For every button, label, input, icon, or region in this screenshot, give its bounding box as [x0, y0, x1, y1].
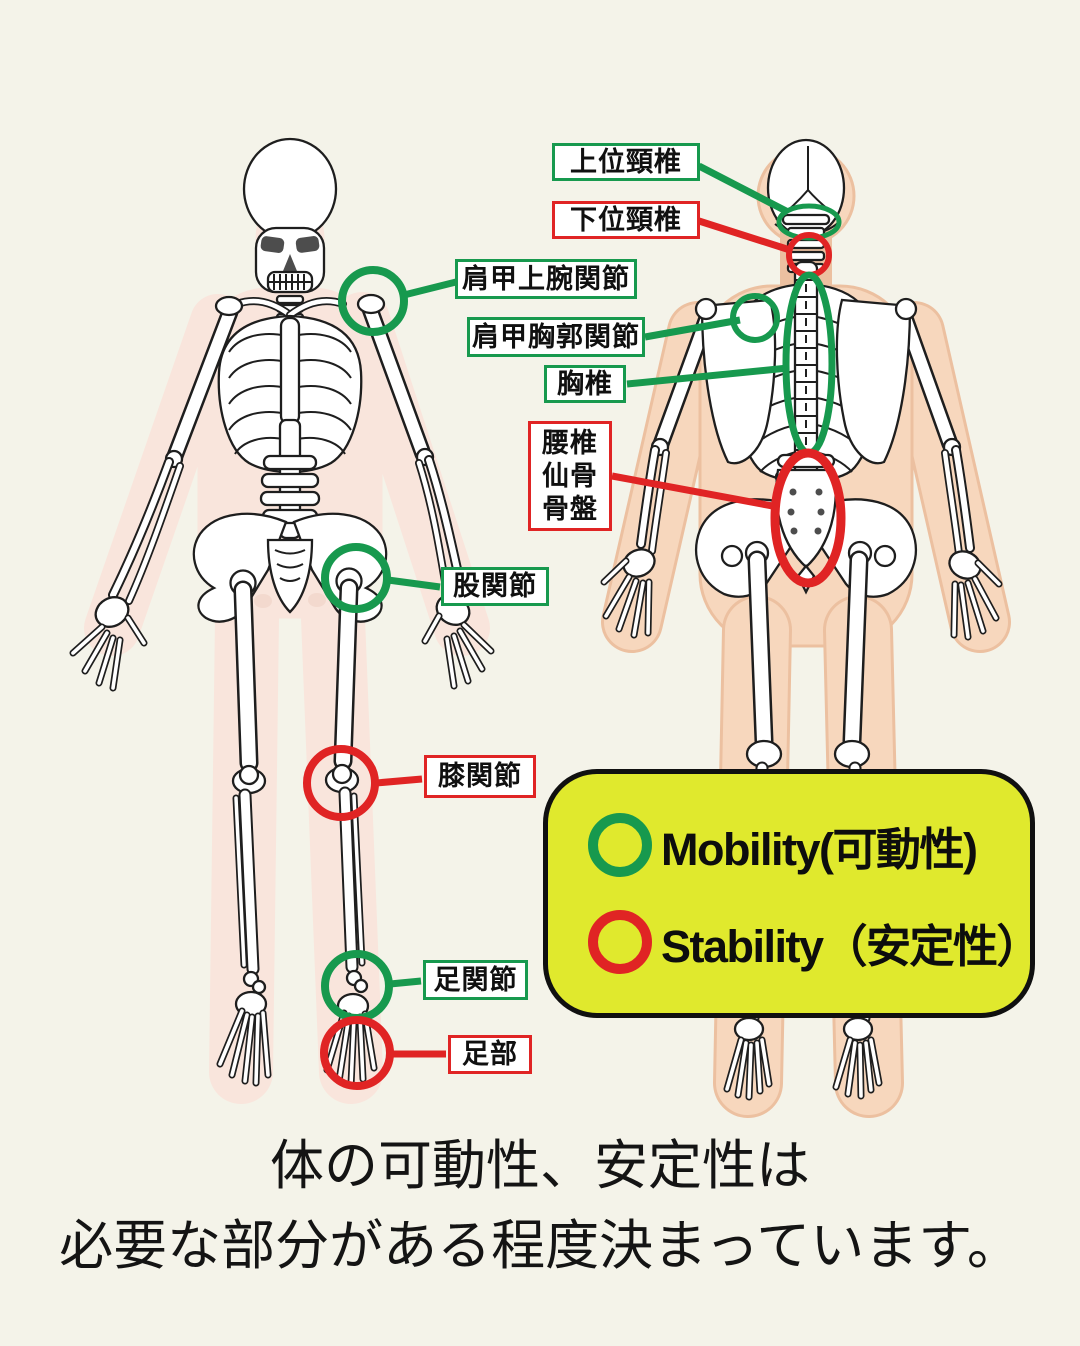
label-lumbar-line: 腰椎	[542, 427, 598, 458]
label-scapulothoracic: 肩甲胸郭関節	[467, 317, 645, 357]
label-upper-cervical-text: 上位頸椎	[570, 146, 682, 177]
line-scapulothoracic	[644, 316, 741, 341]
marker-lumbar-sacrum-pelvis	[770, 448, 846, 588]
label-pelvis-line: 骨盤	[542, 493, 598, 524]
label-lumbar-sacrum-pelvis-text: 腰椎 仙骨 骨盤	[542, 427, 598, 524]
stability-ring-icon	[588, 910, 652, 974]
label-foot: 足部	[448, 1035, 532, 1074]
legend-stability-label: Stability（安定性）	[661, 920, 1042, 972]
label-scapulothoracic-text: 肩甲胸郭関節	[472, 321, 640, 352]
label-knee: 膝関節	[424, 755, 536, 798]
label-glenohumeral: 肩甲上腕関節	[455, 259, 637, 299]
label-lower-cervical: 下位頸椎	[552, 201, 700, 239]
mobility-ring-icon	[588, 813, 652, 877]
line-ankle	[389, 977, 422, 988]
legend-row-stability: Stability（安定性）	[588, 910, 1042, 975]
caption-line-1: 体の可動性、安定性は	[270, 1136, 810, 1196]
line-knee	[375, 775, 423, 787]
marker-hip	[321, 543, 391, 613]
marker-glenohumeral	[338, 266, 408, 336]
label-thoracic-spine: 胸椎	[544, 365, 626, 403]
legend-mobility-label: Mobility(可動性)	[661, 823, 978, 875]
line-lower-cervical	[697, 217, 792, 254]
label-lumbar-sacrum-pelvis: 腰椎 仙骨 骨盤	[528, 421, 612, 531]
label-hip-text: 股関節	[453, 571, 537, 601]
connector-lines	[375, 162, 792, 1058]
label-upper-cervical: 上位頸椎	[552, 143, 700, 181]
line-glenohumeral	[399, 278, 457, 300]
line-lumbar	[611, 472, 779, 511]
line-hip	[387, 576, 441, 591]
label-sacrum-line: 仙骨	[542, 460, 598, 491]
marker-scapulothoracic	[730, 293, 780, 343]
line-upper-cervical	[697, 162, 790, 216]
legend-panel: Mobility(可動性) Stability（安定性）	[543, 769, 1042, 1018]
label-knee-text: 膝関節	[438, 761, 522, 791]
marker-foot	[320, 1016, 394, 1090]
joint-markers	[303, 203, 846, 1090]
label-glenohumeral-text: 肩甲上腕関節	[462, 263, 630, 294]
marker-knee	[303, 745, 379, 821]
label-ankle: 足関節	[423, 960, 528, 1000]
legend-row-mobility: Mobility(可動性)	[588, 813, 1030, 878]
front-skeleton	[73, 137, 491, 1085]
label-lower-cervical-text: 下位頸椎	[570, 204, 682, 235]
caption: 体の可動性、安定性は 必要な部分がある程度決まっています。	[0, 1126, 1080, 1286]
label-thoracic-spine-text: 胸椎	[557, 368, 613, 399]
line-thoracic	[626, 364, 789, 388]
label-foot-text: 足部	[462, 1039, 518, 1069]
caption-line-2: 必要な部分がある程度決まっています。	[59, 1216, 1021, 1276]
label-hip: 股関節	[441, 567, 549, 606]
label-ankle-text: 足関節	[433, 964, 518, 995]
